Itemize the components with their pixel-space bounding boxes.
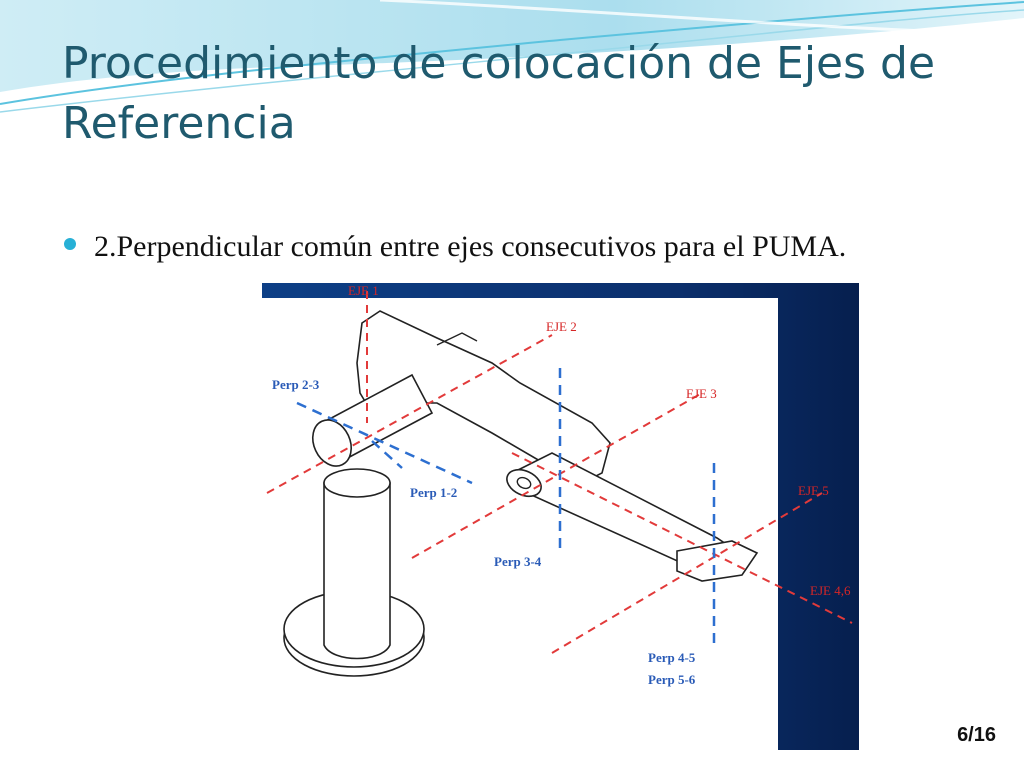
perp-1-2-line	[371, 440, 403, 469]
bullet-text: 2.Perpendicular común entre ejes consecu…	[94, 230, 847, 263]
axis-eje5	[551, 492, 823, 654]
robot-column	[323, 482, 391, 660]
slide-number: 6/16	[957, 724, 996, 746]
bullet-icon	[64, 238, 76, 250]
label-eje2: EJE 2	[546, 319, 577, 334]
puma-robot-diagram: EJE 1 EJE 2 EJE 3 EJE 5 EJE 4,6 Perp 2-3…	[266, 283, 853, 687]
robot-shoulder-end	[311, 419, 353, 467]
page-title: Procedimiento de colocación de Ejes de R…	[62, 38, 936, 149]
label-eje3: EJE 3	[686, 386, 717, 401]
robot-column-top	[323, 468, 391, 498]
perp-2-3-line	[296, 401, 473, 485]
label-perp-5-6: Perp 5-6	[648, 672, 696, 687]
axis-eje46	[511, 452, 853, 624]
label-eje5: EJE 5	[798, 483, 829, 498]
label-perp-4-5: Perp 4-5	[648, 650, 696, 665]
robot-wrist	[676, 540, 759, 582]
label-eje46: EJE 4,6	[810, 583, 851, 598]
label-perp-1-2: Perp 1-2	[410, 485, 457, 500]
axis-eje2	[266, 334, 553, 494]
puma-figure: EJE 1 EJE 2 EJE 3 EJE 5 EJE 4,6 Perp 2-3…	[262, 283, 859, 750]
label-eje1: EJE 1	[348, 283, 379, 298]
label-perp-2-3: Perp 2-3	[272, 377, 320, 392]
label-perp-3-4: Perp 3-4	[494, 554, 542, 569]
header-swoosh-decoration	[0, 0, 1024, 113]
